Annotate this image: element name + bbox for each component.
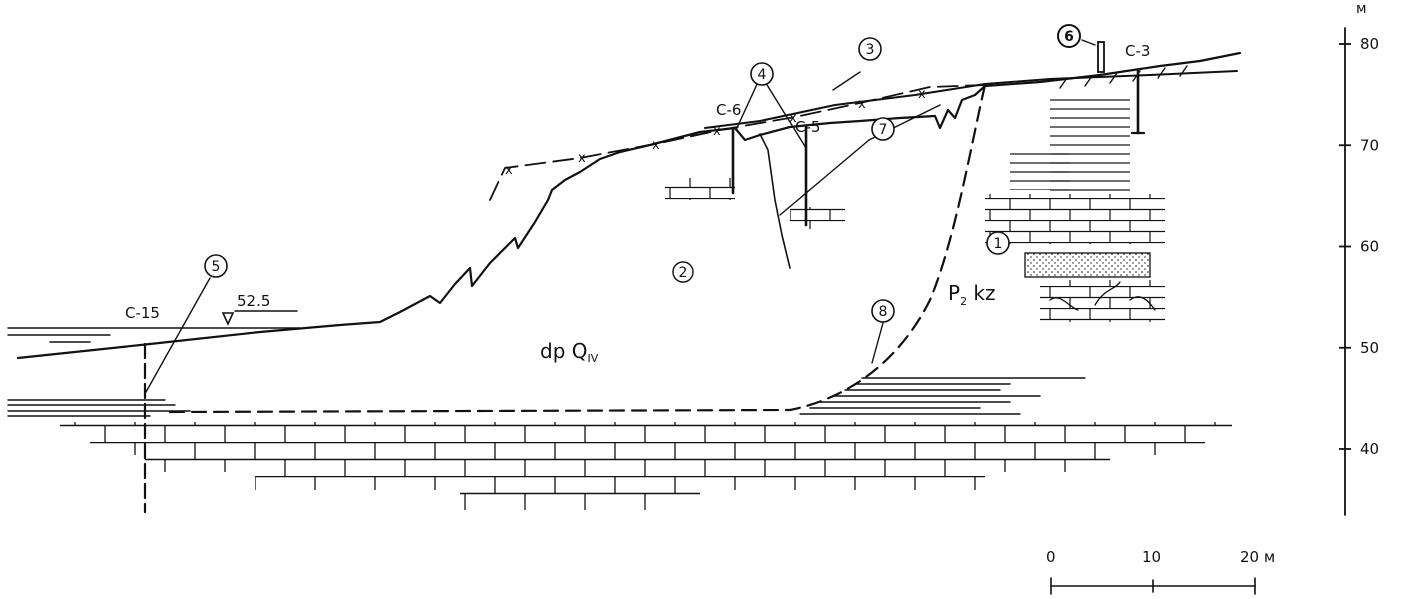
callout-1: 1 — [986, 231, 1010, 255]
label-c6: C-6 — [716, 101, 741, 119]
callout-2: 2 — [672, 261, 694, 283]
callout-3: 3 — [858, 37, 882, 61]
elevation-axis-unit: м — [1356, 1, 1367, 17]
label-c3: C-3 — [1125, 42, 1150, 60]
upper-cliff-line — [704, 70, 1238, 129]
svg-text:x: x — [918, 87, 926, 102]
svg-text:4: 4 — [758, 67, 767, 83]
svg-text:2: 2 — [679, 265, 688, 281]
previous-surface-markers: x x x x x x x — [505, 87, 926, 178]
svg-text:x: x — [505, 163, 513, 178]
label-c5: C-5 — [795, 118, 820, 136]
callout-4: 4 — [750, 62, 774, 86]
callout-5: 5 — [204, 254, 228, 278]
landslide-formation-label: dp QIV — [540, 339, 599, 365]
svg-text:3: 3 — [866, 42, 875, 58]
slope-crack — [759, 133, 791, 269]
slip-surface — [168, 83, 987, 414]
svg-text:7: 7 — [879, 122, 888, 138]
svg-text:1: 1 — [994, 236, 1003, 252]
scale-label-20: 20 м — [1240, 548, 1275, 566]
callout-7: 7 — [871, 117, 895, 141]
block-under-c6 — [665, 178, 735, 200]
elevation-tick-label: 50 — [1360, 339, 1379, 357]
scale-bar: 0 10 20 м — [1046, 548, 1275, 595]
elevation-tick-label: 70 — [1360, 136, 1379, 154]
svg-text:x: x — [652, 138, 660, 153]
water-level-value: 52.5 — [237, 292, 270, 310]
scale-label-10: 10 — [1142, 548, 1161, 566]
svg-text:x: x — [789, 111, 797, 126]
elevation-axis: м 80 70 60 50 40 — [1339, 1, 1379, 516]
block-under-c5 — [790, 207, 845, 229]
svg-text:x: x — [578, 151, 586, 166]
svg-text:x: x — [858, 97, 866, 112]
borehole-c3 — [1130, 68, 1146, 135]
kazan-sand-band — [1024, 252, 1151, 278]
callout-6: 6 — [1057, 24, 1081, 48]
kazan-limestone — [985, 194, 1165, 244]
callout-leaders — [145, 39, 1096, 393]
bedrock-limestone — [60, 422, 1232, 510]
left-clay-layers — [7, 310, 301, 417]
water-level-marker — [221, 312, 235, 326]
kazan-clay-upper-extra — [1010, 150, 1070, 190]
previous-surface-line — [489, 84, 986, 201]
kazan-lower-band-cracks — [1049, 281, 1156, 311]
scale-label-0: 0 — [1046, 548, 1056, 566]
ground-surface — [16, 51, 1242, 360]
svg-text:6: 6 — [1064, 29, 1074, 45]
svg-text:x: x — [713, 124, 721, 139]
svg-text:5: 5 — [212, 259, 221, 275]
slope-foot-clay-layers — [799, 377, 1086, 415]
elevation-tick-label: 60 — [1360, 238, 1379, 256]
callout-8: 8 — [871, 299, 895, 323]
label-c15: C-15 — [125, 304, 160, 322]
kazan-lower-band — [1040, 280, 1165, 322]
elevation-tick-label: 80 — [1360, 35, 1379, 53]
svg-text:8: 8 — [879, 304, 888, 320]
elevation-tick-label: 40 — [1360, 440, 1379, 458]
bedrock-formation-label: P2 kz — [948, 281, 996, 308]
survey-stake — [1097, 41, 1105, 73]
